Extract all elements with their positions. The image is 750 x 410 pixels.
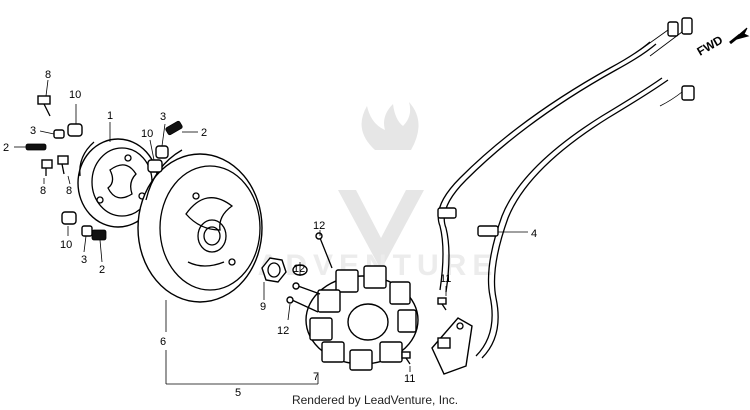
callout-8-top: 8	[45, 69, 51, 81]
callout-6: 6	[160, 336, 166, 348]
fwd-direction-indicator: FWD	[695, 27, 750, 59]
fwd-arrow-shaft	[729, 33, 741, 45]
callout-labels: 1 2 2 2 3 3 3 4 5 6 7 8 8 8 9 10 10 10 1…	[3, 69, 537, 399]
callout-1: 1	[107, 110, 113, 122]
leader-lines	[14, 79, 528, 385]
callout-2-right: 2	[201, 127, 207, 139]
fwd-label: FWD	[695, 33, 726, 59]
callout-10-right: 10	[141, 128, 153, 140]
part-spring-2-left	[25, 143, 47, 151]
callout-12-top: 12	[313, 220, 325, 232]
part-cap-3-right	[155, 145, 169, 159]
connector-lower	[681, 85, 695, 101]
callout-2-bottom: 2	[99, 264, 105, 276]
connector-top-2	[681, 17, 693, 35]
callout-12-bottom: 12	[277, 325, 289, 337]
callout-8-right: 8	[66, 185, 72, 197]
wire-clamp-left	[437, 207, 457, 219]
part-roller-10-right	[147, 159, 163, 173]
callout-3-bottom: 3	[81, 254, 87, 266]
part-spring-2-bottom	[91, 229, 107, 241]
part-wire-harness	[437, 17, 695, 359]
part-bolt-8-top	[37, 95, 51, 117]
callout-10-bottom: 10	[60, 239, 72, 251]
callout-5: 5	[235, 387, 241, 399]
callout-7: 7	[313, 371, 319, 383]
wire-clamp-4	[477, 225, 499, 237]
part-cap-3-left	[53, 129, 65, 139]
callout-11-bottom: 11	[404, 373, 415, 385]
part-screws-12	[286, 232, 333, 313]
footer-credit: Rendered by LeadVenture, Inc.	[291, 393, 459, 407]
part-flywheel	[137, 149, 263, 303]
connector-top	[667, 21, 679, 37]
part-bolt-8-left	[41, 155, 69, 176]
part-flywheel-nut	[261, 257, 308, 283]
callout-3-left: 3	[30, 125, 36, 137]
callout-4: 4	[531, 228, 537, 240]
leadventure-watermark: ADVENTURE	[258, 102, 492, 282]
callout-2-left: 2	[3, 142, 9, 154]
part-bolts-11	[401, 297, 447, 365]
callout-9: 9	[260, 301, 266, 313]
callout-3-right: 3	[160, 111, 166, 123]
part-cap-3-bottom	[81, 225, 93, 237]
part-spring-2-right	[165, 120, 183, 136]
part-roller-10-bottom	[61, 211, 77, 225]
callout-10-top: 10	[69, 89, 81, 101]
part-stator	[305, 265, 419, 371]
part-starter-clutch	[77, 138, 159, 228]
part-roller-10-top	[67, 123, 83, 137]
callout-8-left: 8	[40, 185, 46, 197]
callout-11-top: 11	[440, 273, 451, 285]
part-pulse-generator	[431, 317, 473, 375]
callout-12-mid: 12	[293, 263, 305, 275]
